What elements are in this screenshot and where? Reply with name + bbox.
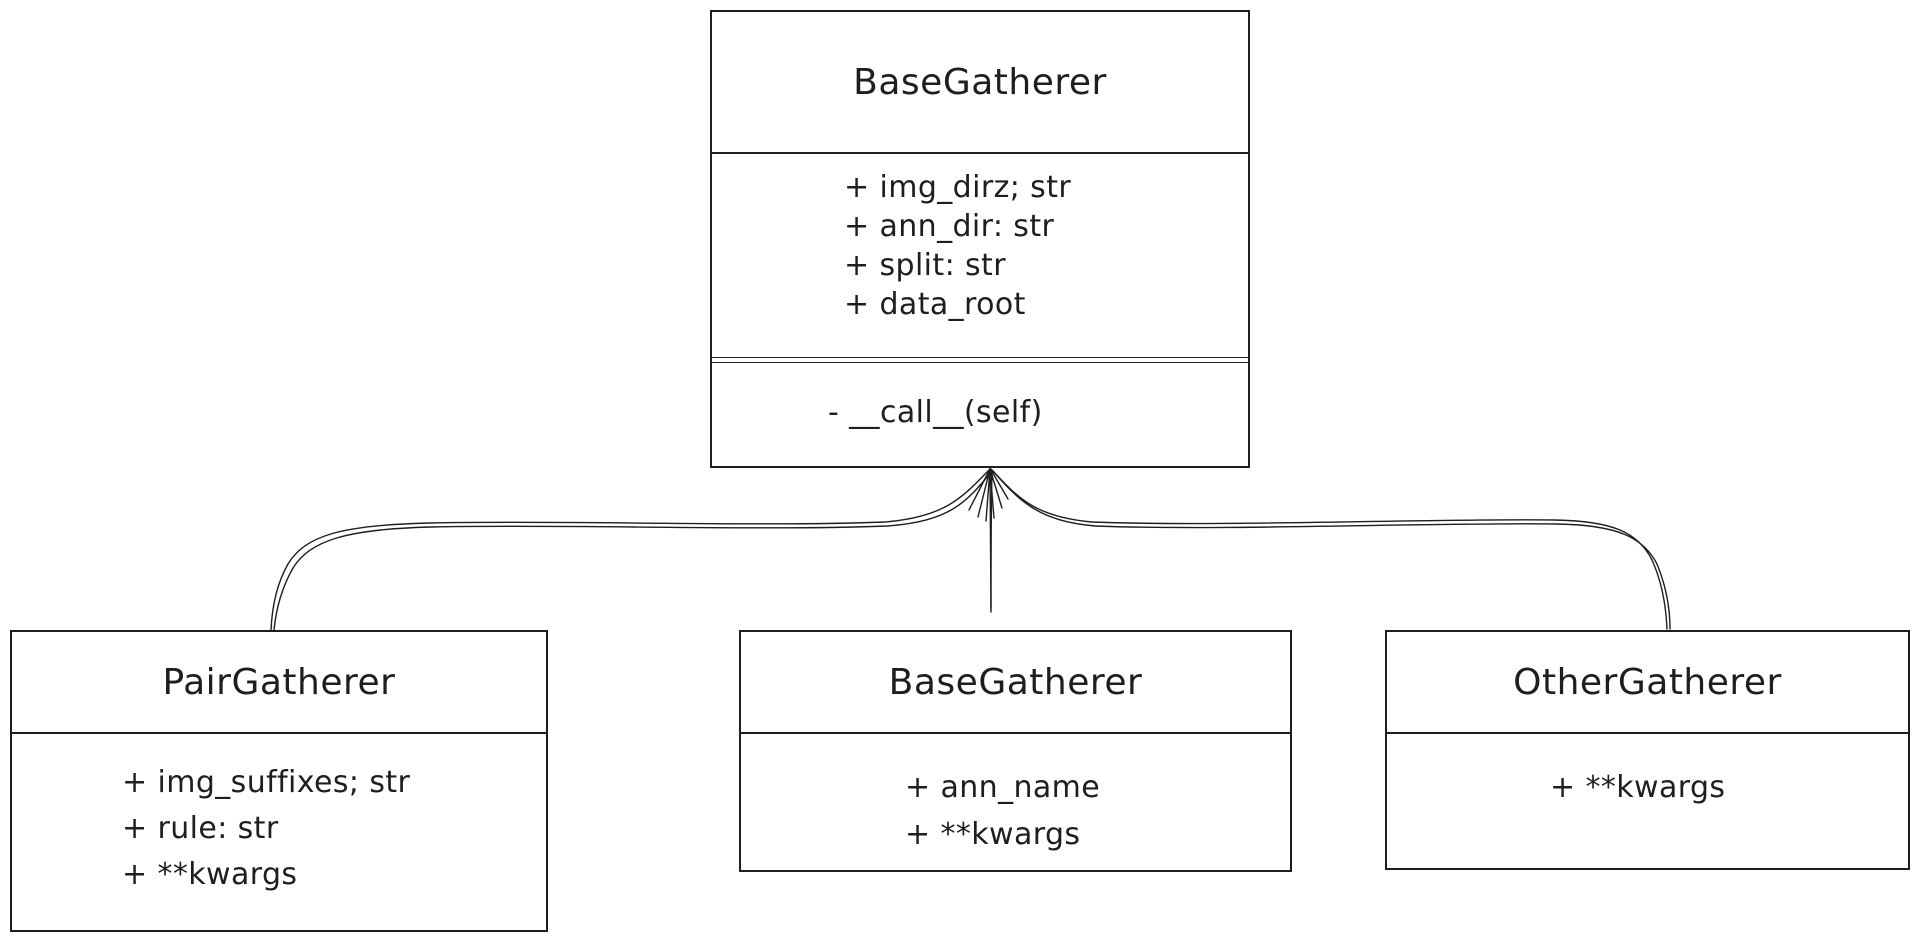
attribute-row: + **kwargs xyxy=(1550,770,1726,805)
title-divider xyxy=(1387,732,1908,734)
connector-othergatherer-to-basegatherer[interactable] xyxy=(990,468,1671,630)
attribute-row: + ann_name xyxy=(905,770,1101,805)
connector-pairgatherer-to-basegatherer[interactable] xyxy=(270,468,993,631)
method-row: - __call__(self) xyxy=(828,395,1043,430)
attribute-row: + ann_dir: str xyxy=(844,209,1055,244)
attribute-row: + img_suffixes; str xyxy=(122,765,411,800)
class-box-basegatherer-parent[interactable]: BaseGatherer + img_dirz; str + ann_dir: … xyxy=(710,10,1250,468)
inheritance-arrowhead xyxy=(968,468,1009,522)
attribute-row: + split: str xyxy=(844,248,1006,283)
class-box-pairgatherer[interactable]: PairGatherer + img_suffixes; str + rule:… xyxy=(10,630,548,932)
class-title: BaseGatherer xyxy=(853,61,1107,103)
attribute-row: + **kwargs xyxy=(122,857,298,892)
attribute-row: + data_root xyxy=(844,287,1026,322)
class-title: OtherGatherer xyxy=(1513,661,1782,703)
class-title: BaseGatherer xyxy=(888,661,1143,703)
attribute-row: + **kwargs xyxy=(905,817,1081,852)
title-divider xyxy=(712,152,1248,154)
class-box-basegatherer-child[interactable]: BaseGatherer + ann_name + **kwargs xyxy=(739,630,1292,872)
methods-divider xyxy=(712,357,1248,358)
methods-divider-second-stroke xyxy=(712,362,1248,363)
class-box-othergatherer[interactable]: OtherGatherer + **kwargs xyxy=(1385,630,1910,870)
title-divider xyxy=(741,732,1290,734)
attribute-row: + rule: str xyxy=(122,811,279,846)
title-divider xyxy=(12,732,546,734)
class-title: PairGatherer xyxy=(162,661,396,703)
attribute-row: + img_dirz; str xyxy=(844,170,1072,205)
